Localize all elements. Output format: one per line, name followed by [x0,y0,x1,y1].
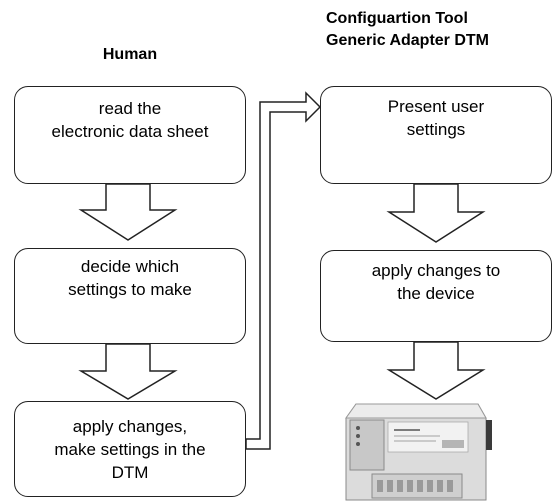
tool-column-title: Configuartion Tool Generic Adapter DTM [326,8,560,52]
step-present-settings: Present user settings [320,86,552,184]
tool-title-line2: Generic Adapter DTM [326,32,489,49]
network-adapter-device-icon [345,403,492,501]
human-column-title: Human [102,46,158,63]
step-label: apply changes, make settings in the DTM [54,416,206,482]
down-arrow-1 [78,183,178,241]
down-arrow-2 [78,343,178,400]
step-decide-settings: decide which settings to make [14,248,246,344]
step-label: apply changes to the device [371,261,501,303]
step-label: Present user settings [387,97,485,139]
connector-arrow [245,91,322,450]
tool-title-line1: Configuartion Tool [326,10,468,27]
step-label: read the electronic data sheet [51,99,209,141]
down-arrow-3 [386,183,486,243]
step-apply-in-dtm: apply changes, make settings in the DTM [14,401,246,497]
step-label: decide which settings to make [68,257,192,299]
step-read-datasheet: read the electronic data sheet [14,86,246,184]
down-arrow-4 [386,341,486,400]
step-apply-to-device: apply changes to the device [320,250,552,342]
